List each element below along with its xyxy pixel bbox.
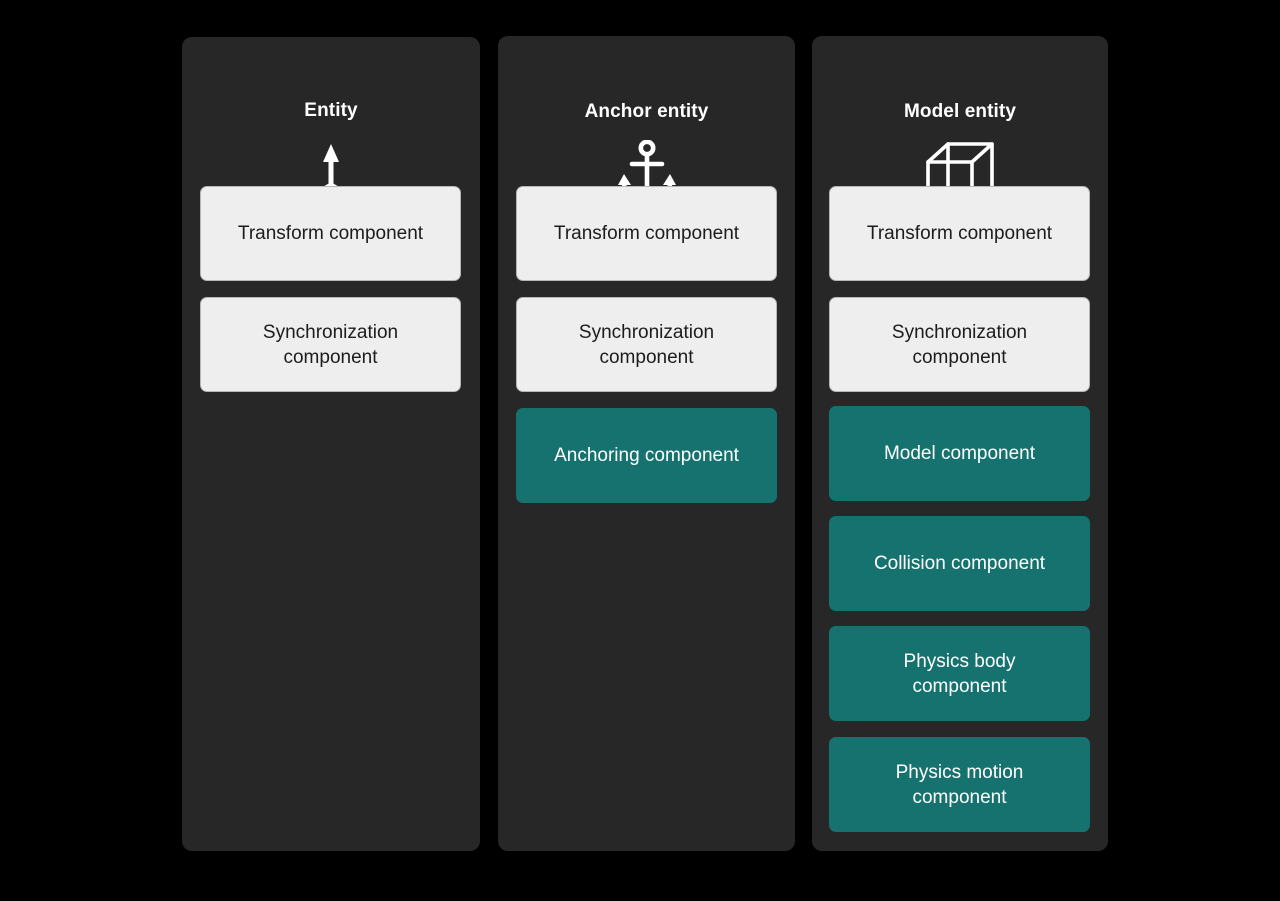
- component-card-label: Collision component: [873, 553, 1046, 574]
- component-card[interactable]: Anchoring component: [516, 408, 777, 503]
- component-card[interactable]: Synchronization component: [829, 297, 1090, 392]
- model-entity-column-panel: Model entity Transform component Synchro…: [812, 36, 1108, 851]
- component-card-label: Synchronization component: [262, 321, 399, 368]
- component-card[interactable]: Physics motion component: [829, 737, 1090, 832]
- component-card[interactable]: Synchronization component: [516, 297, 777, 392]
- component-card-label: Synchronization component: [578, 321, 715, 368]
- component-card-label: Physics motion component: [895, 761, 1024, 808]
- anchor-entity-column-panel: Anchor entity Transform component Synchr…: [498, 36, 795, 851]
- component-card[interactable]: Physics body component: [829, 626, 1090, 721]
- panel-title-entity: Entity: [304, 100, 358, 121]
- component-card-label: Anchoring component: [554, 445, 739, 466]
- component-card-label: Model component: [883, 443, 1036, 464]
- panel-title-model-entity: Model entity: [903, 101, 1017, 122]
- component-card[interactable]: Collision component: [829, 516, 1090, 611]
- component-card[interactable]: Transform component: [516, 186, 777, 281]
- component-card-label: Physics body component: [903, 650, 1016, 697]
- component-card[interactable]: Transform component: [829, 186, 1090, 281]
- panel-title-anchor-entity: Anchor entity: [584, 101, 709, 122]
- entity-column-panel: Entity Transform component Synchronizati…: [182, 37, 480, 851]
- component-card-label: Transform component: [553, 223, 740, 244]
- component-card[interactable]: Synchronization component: [200, 297, 461, 392]
- component-card-label: Transform component: [237, 223, 424, 244]
- component-card[interactable]: Model component: [829, 406, 1090, 501]
- component-card-label: Synchronization component: [891, 321, 1028, 368]
- component-card[interactable]: Transform component: [200, 186, 461, 281]
- component-card-label: Transform component: [866, 223, 1053, 244]
